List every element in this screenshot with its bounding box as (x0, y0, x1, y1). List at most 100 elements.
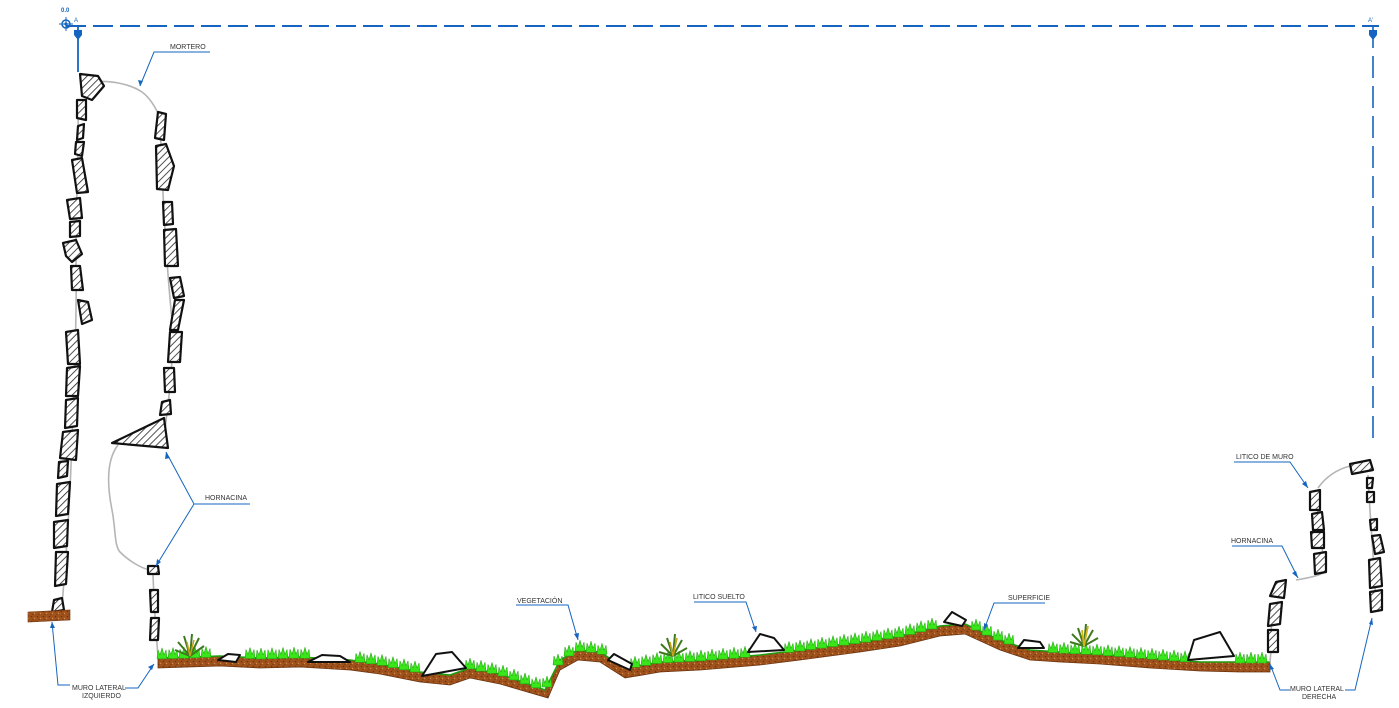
wall-stone (148, 588, 160, 614)
grass-tuft-icon (706, 648, 718, 661)
grass-tuft-icon (1135, 646, 1147, 659)
section-end-label: A' (1368, 18, 1373, 24)
label-niche-left: HORNACINA (205, 495, 247, 502)
wall-stone (75, 98, 88, 122)
wall-stone (162, 366, 177, 394)
label-niche-right: HORNACINA (1231, 538, 1273, 545)
wall-stone (154, 142, 176, 192)
grass-tuft-icon (563, 644, 575, 657)
grass-tuft-icon (508, 668, 520, 681)
section-marker-start-icon (74, 30, 82, 40)
wall-stone (1268, 578, 1288, 600)
annotation-surface: SUPERFICIE (983, 595, 1050, 631)
annotation-vegetation: VEGETACIÓN (516, 596, 579, 641)
grass-tuft-icon (266, 646, 278, 659)
grass-tuft-icon (1146, 647, 1158, 660)
section-marker-end-icon (1369, 30, 1377, 40)
grass-tuft-icon (200, 645, 212, 658)
label-left-wall-line1: MURO LATERAL (72, 685, 126, 692)
grass-tuft-icon (695, 649, 707, 662)
origin-crosshair-icon (59, 17, 73, 31)
wall-stone (75, 122, 86, 142)
grass-tuft-icon (156, 646, 168, 660)
wall-stone (153, 110, 168, 142)
grass-tuft-icon (849, 631, 861, 644)
grass-tuft-icon (376, 653, 388, 666)
grass-tuft-icon (816, 636, 828, 649)
grass-tuft-icon (552, 653, 564, 666)
grass-tuft-icon (926, 617, 938, 630)
wall-stone (1365, 490, 1376, 504)
grass-tuft-icon (1256, 651, 1268, 664)
loose-stone (307, 654, 351, 663)
grass-tuft-icon (299, 646, 311, 659)
left-base-soil (27, 609, 71, 623)
wall-stone (1310, 510, 1326, 532)
label-right-wall-line1: MURO LATERAL (1290, 686, 1344, 693)
wall-stone (69, 264, 85, 292)
loose-stone (747, 633, 785, 653)
label-vegetation: VEGETACIÓN (517, 596, 562, 605)
shrub-icon (658, 633, 688, 657)
loose-stone (607, 653, 633, 671)
wall-stone (1370, 533, 1386, 556)
wall-stone (158, 398, 173, 417)
grass-tuft-icon (981, 623, 993, 636)
wall-stone (52, 518, 70, 550)
label-loose-stone: LITICO SUELTO (693, 594, 745, 601)
label-right-wall-line2: DERECHA (1302, 694, 1337, 701)
wall-stone (146, 564, 161, 576)
annotation-right-wall: MURO LATERAL DERECHA (1269, 617, 1373, 701)
grass-tuft-icon (717, 647, 729, 660)
wall-stone (1348, 458, 1375, 476)
grass-tuft-icon (387, 655, 399, 668)
wall-stone (70, 156, 90, 195)
grass-tuft-icon (541, 675, 553, 688)
wall-stone (1368, 588, 1384, 614)
grass-tuft-icon (1157, 648, 1169, 661)
shrub-icon (1069, 623, 1099, 647)
vegetation-layer (156, 617, 1268, 689)
wall-stone (68, 219, 82, 239)
grass-tuft-icon (409, 660, 421, 673)
label-left-wall-line2: IZQUIERDO (82, 693, 121, 700)
shrub-icon (174, 633, 205, 657)
grass-tuft-icon (882, 626, 894, 640)
annotation-niche-right: HORNACINA (1231, 538, 1299, 579)
grass-tuft-icon (596, 642, 608, 655)
annotation-mortar: MORTERO (138, 44, 210, 87)
wall-stone (162, 227, 180, 268)
grass-tuft-icon (519, 671, 531, 685)
grass-tuft-icon (1168, 649, 1180, 662)
grass-tuft-icon (354, 650, 366, 663)
annotation-niche-left: HORNACINA (155, 451, 250, 567)
grass-tuft-icon (827, 634, 839, 647)
grass-tuft-icon (277, 646, 289, 659)
grass-tuft-icon (794, 639, 806, 652)
grass-tuft-icon (1124, 645, 1136, 658)
wall-stone (1365, 476, 1375, 490)
grass-tuft-icon (365, 651, 377, 665)
grass-tuft-icon (530, 675, 542, 689)
wall-stone (50, 596, 66, 614)
grass-tuft-icon (1047, 640, 1059, 653)
loose-stone (217, 653, 241, 663)
grass-tuft-icon (838, 633, 850, 646)
grass-tuft-icon (244, 646, 256, 659)
loose-stone (1017, 639, 1045, 649)
grass-tuft-icon (640, 653, 652, 666)
loose-stones (217, 611, 1235, 677)
wall-stone (56, 459, 70, 480)
grass-tuft-icon (970, 618, 982, 631)
wall-stone (1309, 530, 1326, 550)
wall-stone (61, 238, 84, 264)
loose-stone (943, 611, 967, 627)
wall-stone (64, 364, 82, 398)
wall-stone (1368, 517, 1379, 532)
elevation-label: 0.0 (61, 8, 70, 14)
loose-stone (421, 651, 467, 677)
grass-tuft-icon (1234, 651, 1246, 664)
wall-stone (1367, 556, 1384, 590)
wall-stone (54, 480, 72, 518)
